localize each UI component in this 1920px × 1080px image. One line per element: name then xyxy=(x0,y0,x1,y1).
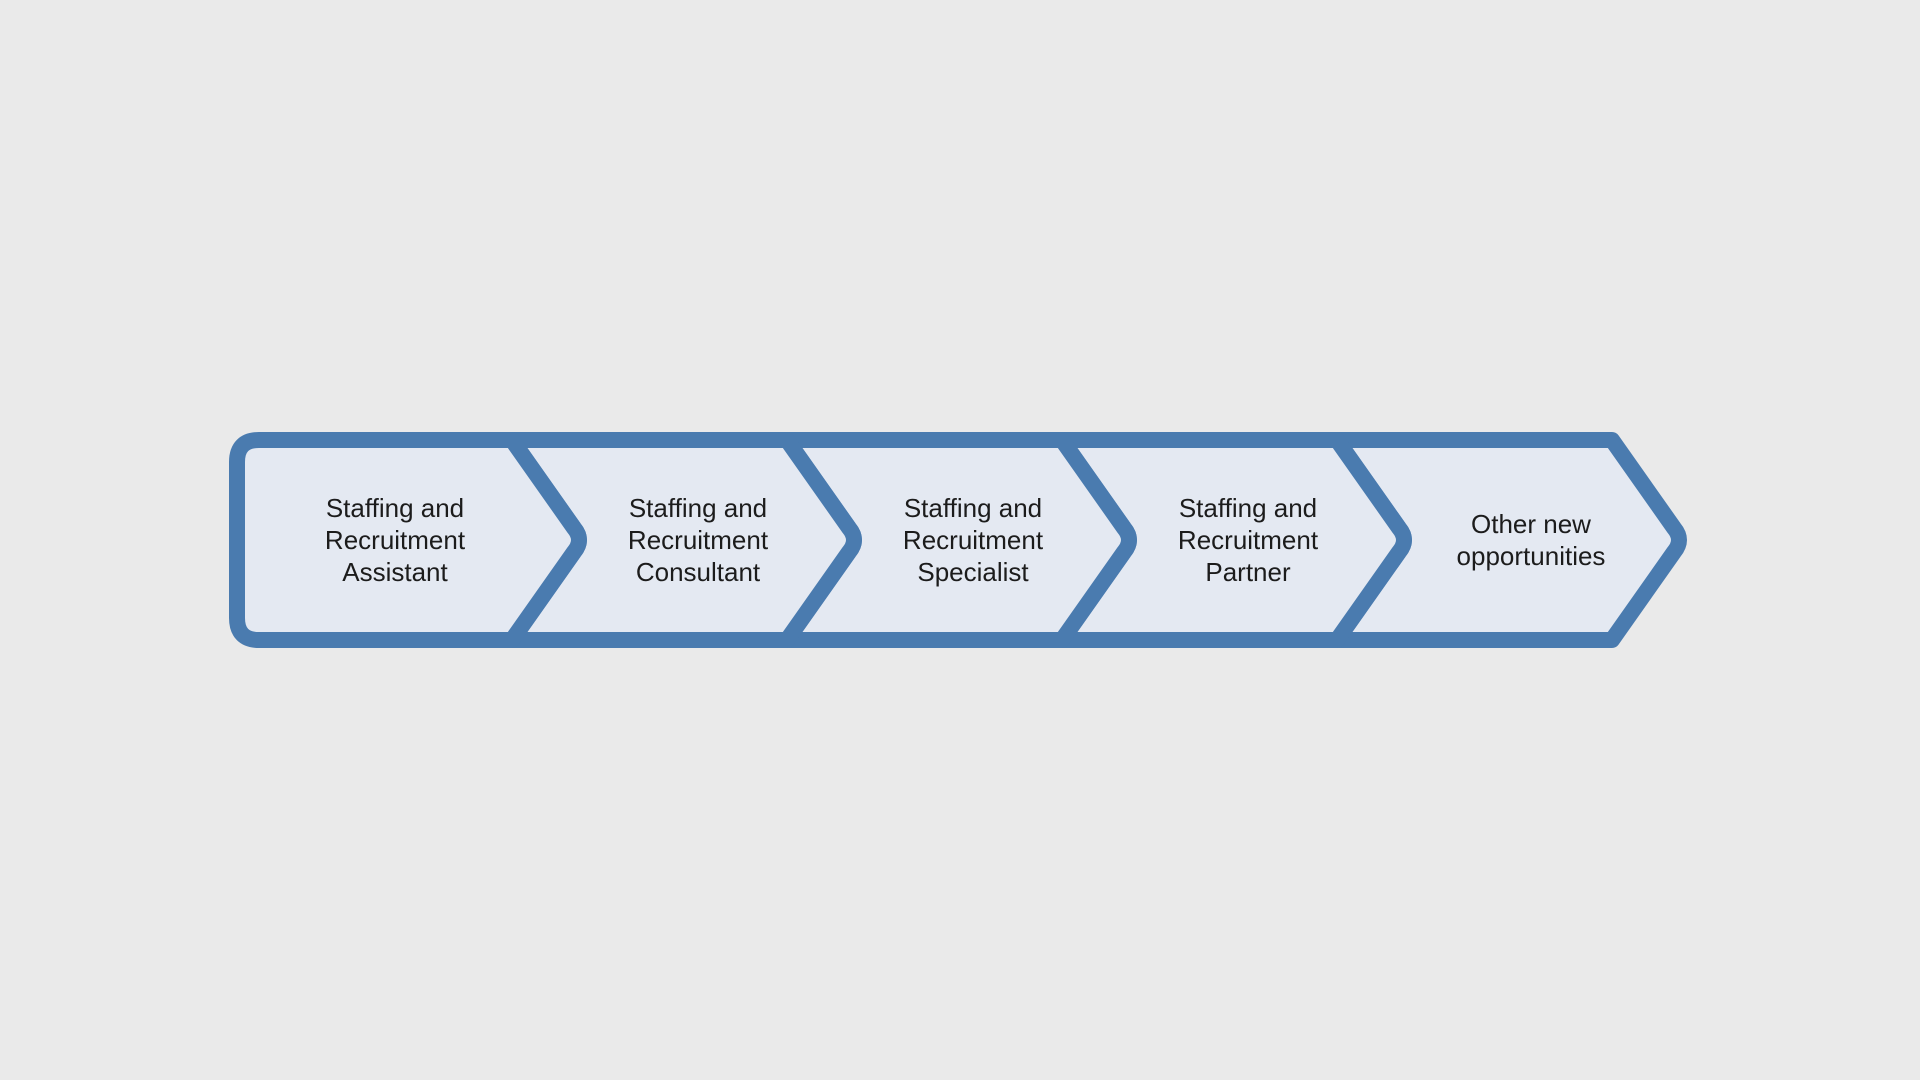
step-label-line: Recruitment xyxy=(325,525,466,555)
step-label-line: Recruitment xyxy=(903,525,1044,555)
step-label-line: Recruitment xyxy=(1178,525,1319,555)
step-label-line: Staffing and xyxy=(1179,493,1317,523)
step-label-line: Consultant xyxy=(636,557,761,587)
step-label-line: Specialist xyxy=(917,557,1029,587)
step-label-line: Assistant xyxy=(342,557,448,587)
step-label-line: Other new xyxy=(1471,509,1591,539)
step-label-line: Partner xyxy=(1205,557,1291,587)
step-label-line: Staffing and xyxy=(326,493,464,523)
step-label-line: Recruitment xyxy=(628,525,769,555)
step-label-line: Staffing and xyxy=(904,493,1042,523)
step-label-line: opportunities xyxy=(1457,541,1606,571)
chevron-step-1 xyxy=(229,432,587,648)
step-label-line: Staffing and xyxy=(629,493,767,523)
